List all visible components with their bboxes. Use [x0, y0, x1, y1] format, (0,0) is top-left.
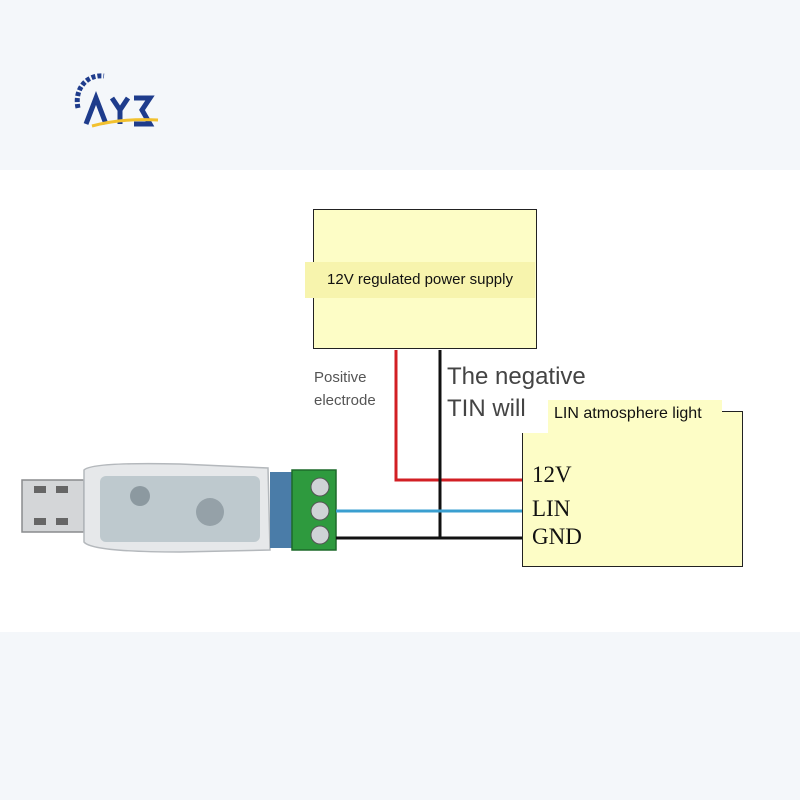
pin-gnd-label: GND	[532, 524, 582, 549]
bottom-band	[0, 632, 800, 800]
negative-note-line2: TIN will	[447, 395, 526, 422]
usb-lin-adapter	[83, 462, 271, 553]
pin-12v-label: 12V	[532, 462, 572, 487]
positive-wire	[394, 350, 522, 482]
usb-plug	[21, 479, 85, 533]
brand-logo	[74, 73, 159, 128]
negative-note-line1: The negative	[447, 363, 586, 390]
positive-note-line2: electrode	[314, 392, 376, 409]
top-band	[0, 0, 800, 170]
lin-device-label: LIN atmosphere light	[548, 400, 722, 456]
power-supply-label: 12V regulated power supply	[305, 262, 535, 298]
positive-electrode-note: Positive electrode	[314, 366, 394, 412]
pin-lin-label: LIN	[532, 496, 571, 521]
terminal-block	[270, 469, 337, 551]
positive-note-line1: Positive	[314, 369, 367, 386]
